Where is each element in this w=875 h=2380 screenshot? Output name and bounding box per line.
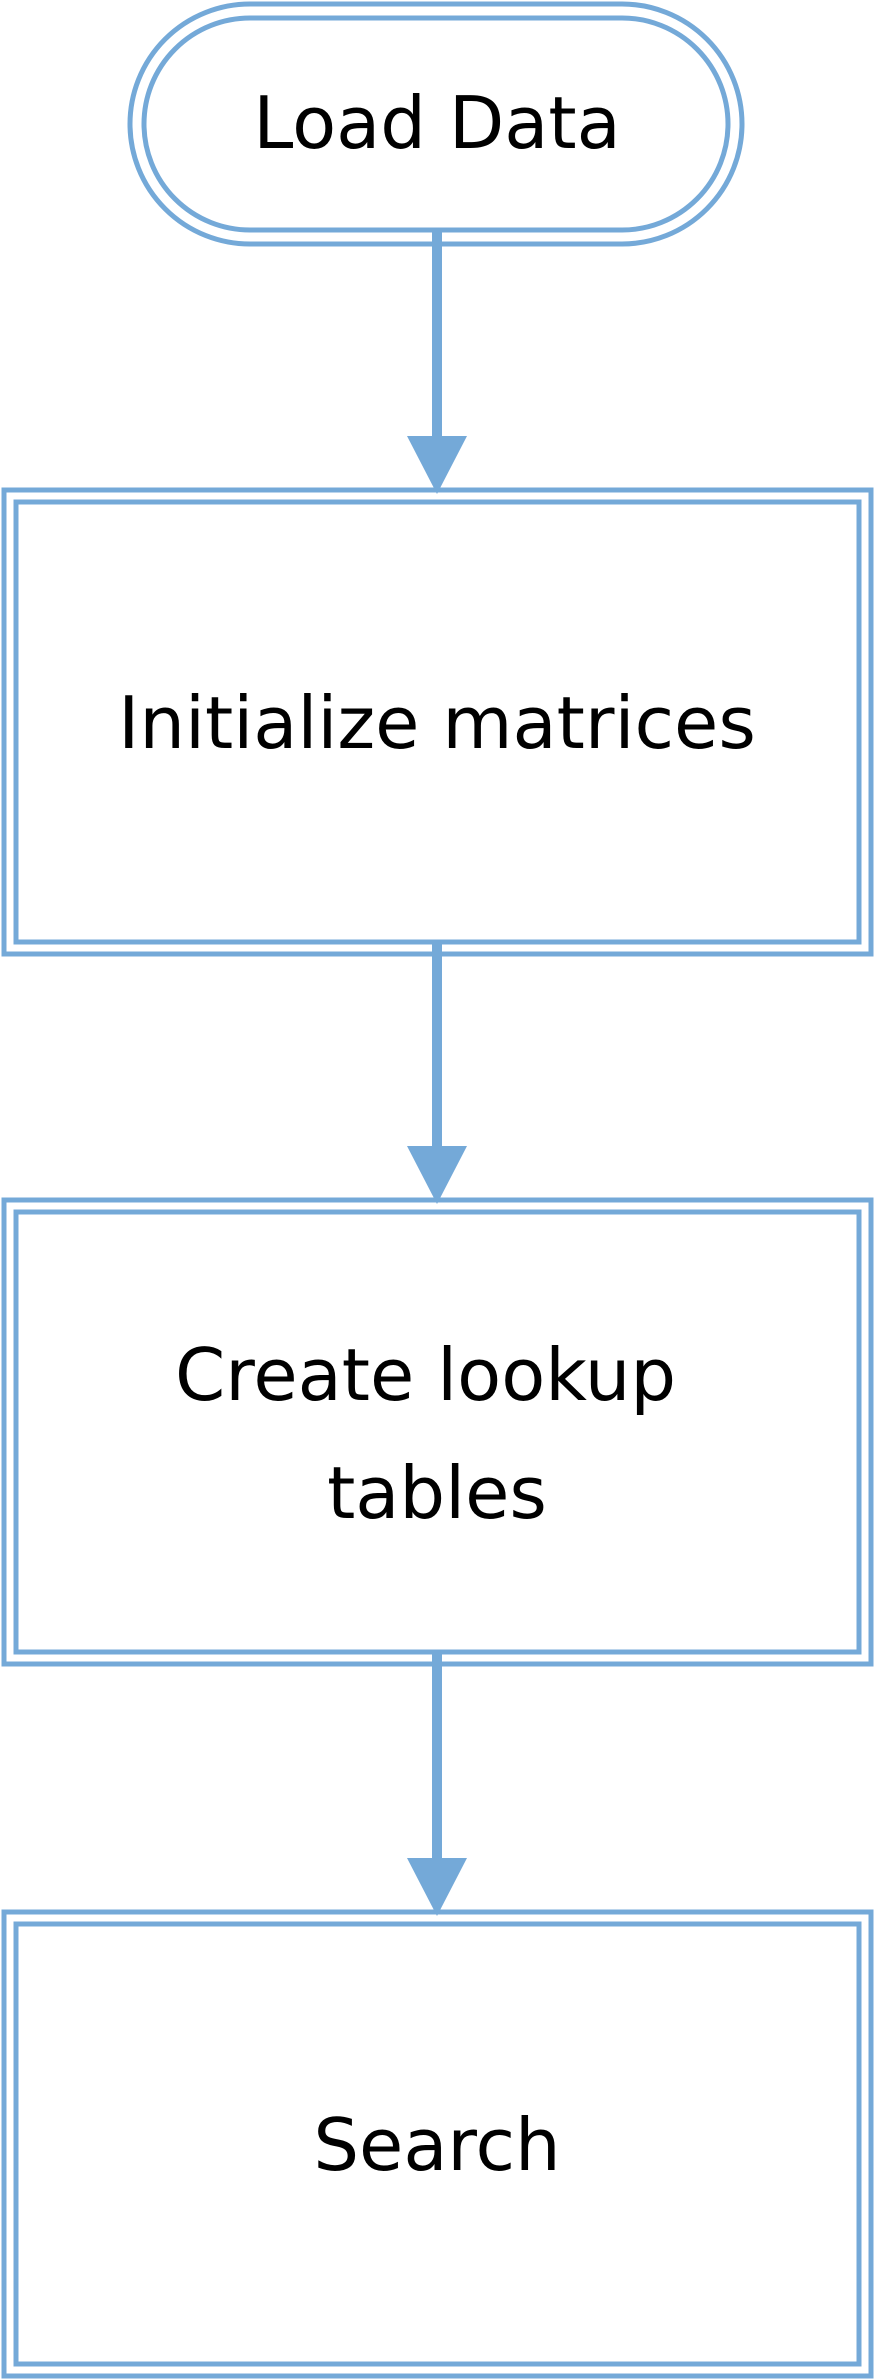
node-initialize-matrices-label: Initialize matrices [118,681,756,765]
node-create-lookup-tables-outer-border [1,1197,874,1667]
node-search-label: Search [313,2103,560,2187]
node-search: Search [1,1909,874,2379]
node-create-lookup-tables: Create lookup tables [1,1197,874,1667]
node-search-inner-border [13,1921,862,2367]
node-search-outer-border [1,1909,874,2379]
node-create-lookup-tables-label: Create lookup tables [175,1333,699,1535]
edge-initialize-matrices-to-create-lookup-tables [407,942,467,1204]
edge-load-data-to-initialize-matrices [407,232,467,494]
edge-create-lookup-tables-to-search [407,1652,467,1916]
node-load-data-label: Load Data [253,81,621,165]
node-initialize-matrices: Initialize matrices [1,487,874,957]
arrowhead-icon [407,436,467,494]
node-create-lookup-tables-inner-border [13,1209,862,1655]
node-create-lookup-tables-label-line-1: Create lookup [175,1333,676,1417]
node-load-data-inner-border [141,15,731,233]
arrowhead-icon [407,1858,467,1916]
node-load-data: Load Data [127,1,745,247]
arrowhead-icon [407,1146,467,1204]
node-create-lookup-tables-label-line-2: tables [327,1451,547,1535]
